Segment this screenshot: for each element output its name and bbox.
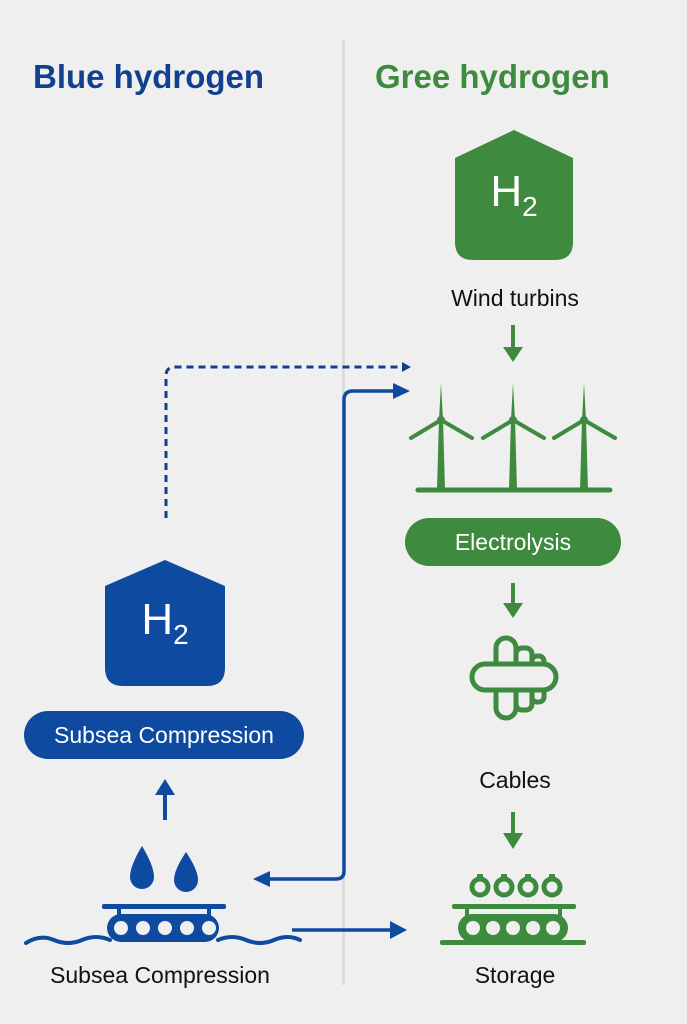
up-arrow-icon: [155, 779, 175, 820]
h2-subscript: 2: [522, 190, 538, 222]
water-drops-icon: [130, 846, 198, 892]
h2-symbol: H: [141, 595, 174, 645]
waves-icon: [24, 935, 302, 945]
blue-hydrogen-title: Blue hydrogen: [33, 58, 265, 95]
green-h2-tank-icon: H2: [455, 130, 573, 260]
solid-connector: [253, 383, 410, 887]
storage-label: Storage: [474, 962, 556, 988]
h2-subscript: 2: [173, 618, 189, 650]
h2-symbol: H: [490, 167, 523, 217]
down-arrow-icon: [503, 325, 523, 362]
right-arrow-icon: [292, 921, 407, 939]
down-arrow-icon: [503, 583, 523, 618]
cables-icon: [469, 635, 559, 721]
blue-h2-tank-icon: H2: [105, 560, 225, 686]
wind-turbines-icon: [409, 383, 617, 493]
subsea-compression-pill: Subsea Compression: [24, 711, 304, 759]
wind-turbine: [552, 383, 617, 490]
wind-turbine: [481, 383, 546, 490]
dashed-connector: [164, 362, 411, 518]
electrolysis-pill: Electrolysis: [405, 518, 621, 566]
wind-turbine: [409, 383, 474, 490]
subsea-compression-label: Subsea Compression: [50, 962, 270, 988]
subsea-platform-icon: [102, 904, 226, 942]
storage-platform-icon: [440, 874, 586, 945]
wind-turbins-label: Wind turbins: [451, 285, 579, 311]
down-arrow-icon: [503, 812, 523, 849]
green-hydrogen-title: Gree hydrogen: [375, 58, 610, 95]
cables-label: Cables: [479, 767, 551, 793]
